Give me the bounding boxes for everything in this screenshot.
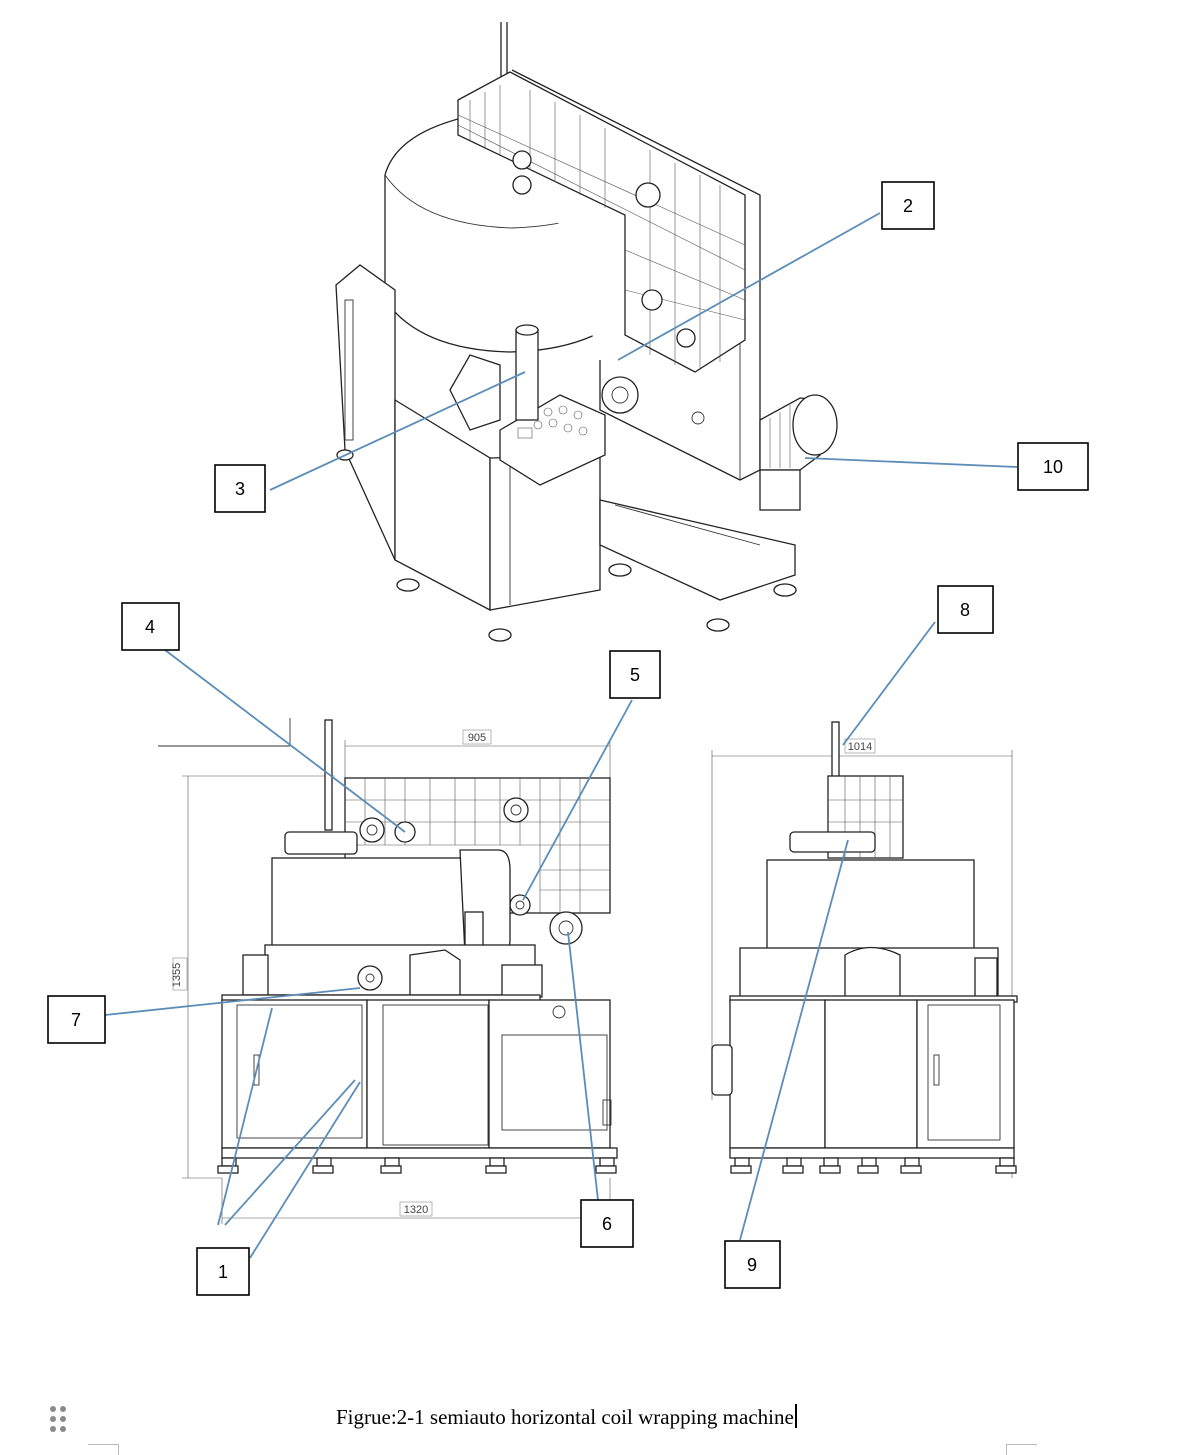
dim-1320: 1320 <box>404 1204 428 1216</box>
callout-3: 3 <box>214 464 266 513</box>
text-cursor <box>794 1404 797 1428</box>
page-corner-left <box>88 1444 119 1455</box>
leader-1c <box>249 1081 361 1259</box>
svg-text:10: 10 <box>1043 457 1063 477</box>
callout-1: 1 <box>196 1247 250 1296</box>
callout-10: 10 <box>1017 442 1089 491</box>
leader-6 <box>567 931 599 1201</box>
caption-text: Figrue:2-1 semiauto horizontal coil wrap… <box>336 1405 794 1429</box>
leader-9 <box>739 839 849 1241</box>
side-view: 1014 <box>711 721 1018 1178</box>
leader-1a <box>217 1007 273 1226</box>
callout-5: 5 <box>609 650 661 699</box>
callout-4: 4 <box>121 602 180 651</box>
callout-8: 8 <box>937 585 994 634</box>
page-corner-right <box>1006 1444 1037 1455</box>
callout-9: 9 <box>724 1240 781 1289</box>
svg-text:6: 6 <box>602 1214 612 1234</box>
svg-text:8: 8 <box>960 600 970 620</box>
leader-7 <box>104 987 361 1016</box>
svg-text:5: 5 <box>630 665 640 685</box>
leader-1b <box>224 1079 356 1226</box>
leader-8 <box>842 621 936 746</box>
leader-lines <box>104 212 1018 1259</box>
callout-2: 2 <box>881 181 935 230</box>
callout-7: 7 <box>47 995 106 1044</box>
dim-1355: 1355 <box>171 963 183 987</box>
front-view: 905 1355 <box>158 718 618 1224</box>
svg-text:3: 3 <box>235 479 245 499</box>
svg-text:2: 2 <box>903 196 913 216</box>
svg-text:4: 4 <box>145 617 155 637</box>
callout-6: 6 <box>580 1199 634 1248</box>
leader-5 <box>522 699 633 901</box>
svg-text:7: 7 <box>71 1010 81 1030</box>
leader-4 <box>164 649 406 833</box>
dim-905: 905 <box>468 732 486 744</box>
isometric-view <box>335 22 838 642</box>
leader-2 <box>617 212 881 361</box>
drag-handle-icon[interactable] <box>50 1406 68 1434</box>
svg-text:9: 9 <box>747 1255 757 1275</box>
dim-1014: 1014 <box>848 741 872 753</box>
leader-3 <box>269 371 526 491</box>
svg-text:1: 1 <box>218 1262 228 1282</box>
leader-10 <box>804 457 1018 468</box>
figure-caption[interactable]: Figrue:2-1 semiauto horizontal coil wrap… <box>336 1404 797 1430</box>
